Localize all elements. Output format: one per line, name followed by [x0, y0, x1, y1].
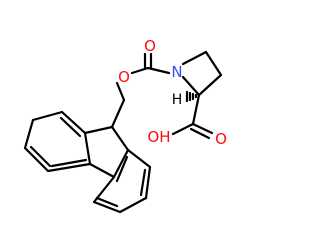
- molecule-structure: O O N H OH O: [23, 37, 227, 214]
- bond-c3-c2: [197, 73, 223, 97]
- bond-left-double-b: [29, 145, 52, 168]
- bond-c2-n: [181, 75, 201, 97]
- bond-right-3: [118, 196, 148, 214]
- bond-right-1: [126, 148, 152, 169]
- bond-cooh-oh: [171, 122, 195, 136]
- stereo-hash-bond: [185, 90, 198, 103]
- bond-c9-c9a: [83, 125, 114, 135]
- bond-left-double-c: [50, 158, 88, 168]
- acid-carbonyl-oxygen-label: O: [215, 130, 227, 148]
- bond-left-4: [23, 146, 50, 173]
- carbonyl-oxygen-label: O: [144, 37, 156, 55]
- bond-acid-co-b: [189, 127, 211, 140]
- bond-n-c4: [181, 50, 208, 66]
- bond-right-double-c: [115, 155, 129, 183]
- stereo-hydrogen-label: H: [172, 92, 183, 108]
- fluorene-group: [23, 110, 152, 214]
- bond-acid-co-a: [191, 122, 214, 135]
- bond-right-2: [144, 165, 152, 200]
- nitrogen-label: N: [171, 63, 182, 81]
- bond-left-2: [31, 110, 64, 122]
- bond-left-3: [23, 118, 35, 150]
- bond-c8a-c4b: [112, 148, 130, 179]
- hydroxyl-label: OH: [147, 128, 170, 146]
- bond-right-double-a: [139, 168, 147, 197]
- ester-oxygen-label: O: [118, 68, 130, 86]
- bond-left-1: [60, 110, 87, 135]
- carbamate-group: [110, 52, 171, 129]
- bond-c4a-c4b: [88, 162, 116, 179]
- bond-c4-c3: [204, 50, 223, 77]
- bond-left-double-a: [59, 116, 82, 138]
- bond-c2-cooh: [191, 93, 201, 126]
- bond-right-double-b: [95, 196, 119, 208]
- bond-c9-ch2: [110, 98, 126, 129]
- bond-c9a-c4a: [83, 131, 92, 166]
- bond-left-5: [46, 162, 92, 173]
- bond-c9-c8a: [110, 125, 130, 152]
- bond-right-4: [92, 200, 122, 214]
- bond-ch2-o: [115, 81, 126, 102]
- azetidine-ring: [171, 50, 223, 140]
